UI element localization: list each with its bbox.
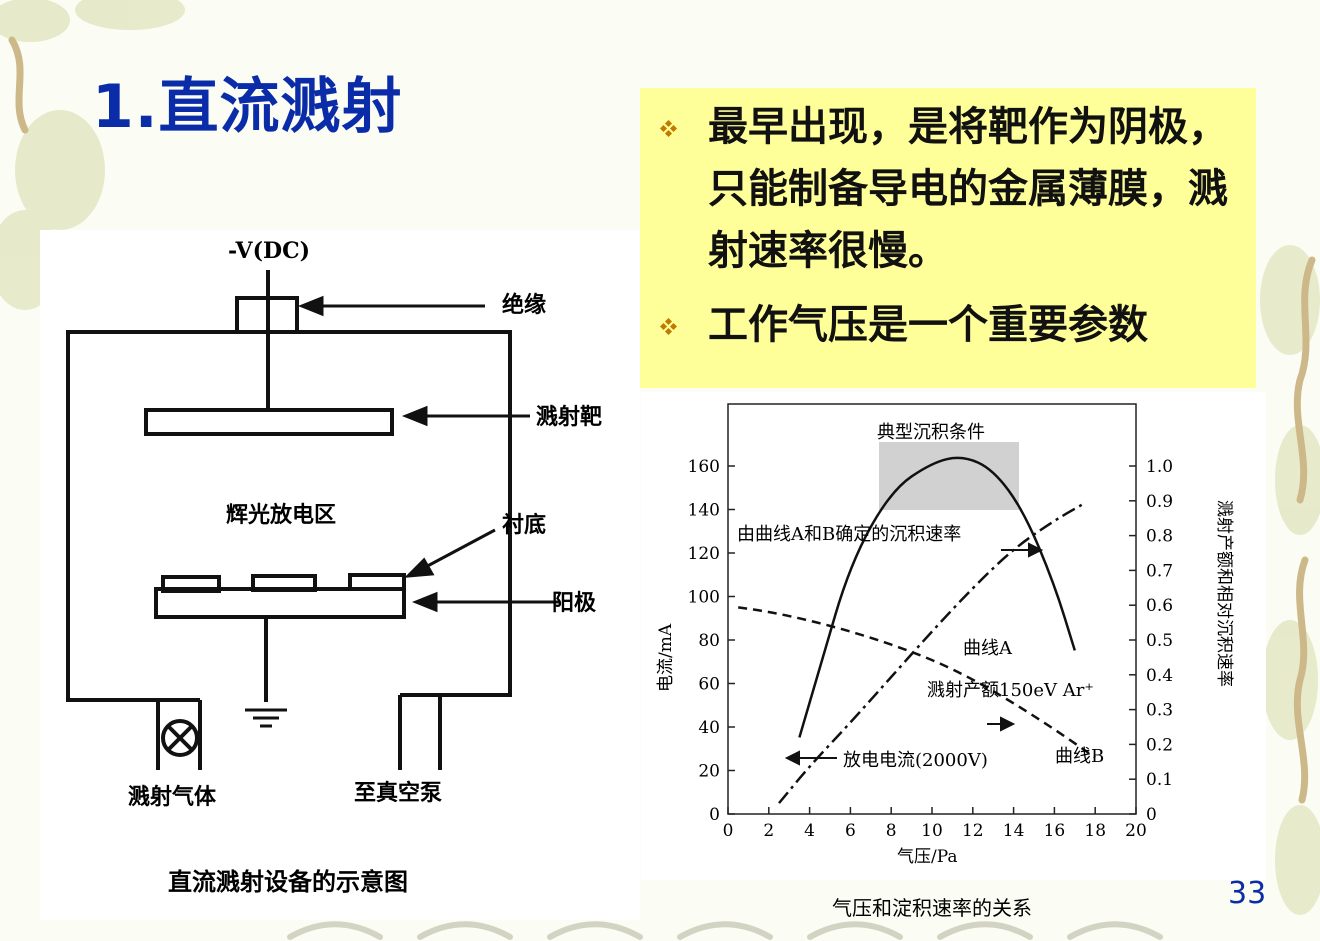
curve-b-label: 曲线B xyxy=(1055,746,1104,767)
typical-conditions-label: 典型沉积条件 xyxy=(877,422,985,443)
y-right-tick-label: 0.1 xyxy=(1146,770,1173,790)
bullet-box: 最早出现，是将靶作为阴极，只能制备导电的金属薄膜，溅射速率很慢。 工作气压是一个… xyxy=(640,88,1256,388)
yield-curve-label: 溅射产额150eV Ar⁺ xyxy=(927,680,1094,701)
sputter-schematic: -V(DC) 绝缘 溅射靶 辉光放电区 衬底 阳极 溅射气体 至真空泵 直流溅射… xyxy=(40,230,640,920)
target-label: 溅射靶 xyxy=(536,404,602,430)
x-axis-label: 气压/Pa xyxy=(897,847,958,867)
y-left-tick-label: 100 xyxy=(688,588,720,608)
diamond-bullet-icon xyxy=(660,318,678,336)
y-right-axis-label: 溅射产额和相对沉积速率 xyxy=(1214,500,1234,687)
x-tick-label: 4 xyxy=(804,821,815,841)
curve-a-label: 曲线A xyxy=(963,638,1013,659)
x-tick-label: 2 xyxy=(763,821,774,841)
y-left-tick-label: 160 xyxy=(688,457,720,477)
chart-caption: 气压和淀积速率的关系 xyxy=(832,896,1032,920)
y-left-tick-label: 60 xyxy=(698,675,720,695)
x-tick-label: 8 xyxy=(886,821,897,841)
y-right-tick-label: 0.2 xyxy=(1146,735,1173,755)
bullet-text: 最早出现，是将靶作为阴极，只能制备导电的金属薄膜，溅射速率很慢。 xyxy=(708,104,1228,274)
series-line-2 xyxy=(798,456,1076,738)
y-right-tick-label: 0.3 xyxy=(1146,701,1173,721)
x-tick-label: 6 xyxy=(845,821,856,841)
anode-label: 阳极 xyxy=(552,590,597,616)
y-right-tick-label: 0.7 xyxy=(1146,561,1173,581)
slide-title: 1.直流溅射 xyxy=(92,72,403,142)
y-left-tick-label: 20 xyxy=(698,762,720,782)
rate-curve-label: 由曲线A和B确定的沉积速率 xyxy=(737,524,961,545)
gas-label: 溅射气体 xyxy=(128,784,217,810)
pump-label: 至真空泵 xyxy=(354,780,442,806)
series-line-0 xyxy=(778,501,1086,804)
x-tick-label: 14 xyxy=(1003,821,1025,841)
schematic-caption: 直流溅射设备的示意图 xyxy=(168,867,408,896)
y-left-tick-label: 80 xyxy=(698,631,720,651)
diamond-bullet-icon xyxy=(660,120,678,138)
y-left-axis-label: 电流/mA xyxy=(656,623,676,692)
schematic-svg: -V(DC) 绝缘 溅射靶 辉光放电区 衬底 阳极 溅射气体 至真空泵 直流溅射… xyxy=(66,238,602,896)
y-right-tick-label: 0.4 xyxy=(1146,666,1173,686)
y-left-tick-label: 0 xyxy=(709,805,720,825)
discharge-curve-label: 放电电流(2000V) xyxy=(843,750,988,771)
glow-region-label: 辉光放电区 xyxy=(226,502,336,528)
x-tick-label: 18 xyxy=(1084,821,1106,841)
insulation-label: 绝缘 xyxy=(502,292,546,318)
series-line-1 xyxy=(738,606,1096,759)
y-right-tick-label: 0.8 xyxy=(1146,527,1173,547)
bullet-item: 最早出现，是将靶作为阴极，只能制备导电的金属薄膜，溅射速率很慢。 xyxy=(660,96,1248,282)
x-tick-label: 10 xyxy=(921,821,943,841)
x-tick-label: 12 xyxy=(962,821,984,841)
voltage-label: -V(DC) xyxy=(228,238,310,264)
x-tick-label: 0 xyxy=(723,821,734,841)
y-left-tick-label: 40 xyxy=(698,718,720,738)
y-right-tick-label: 0.6 xyxy=(1146,596,1173,616)
bullet-item: 工作气压是一个重要参数 xyxy=(660,294,1248,356)
x-tick-label: 16 xyxy=(1044,821,1066,841)
page-number: 33 xyxy=(1228,876,1267,911)
y-right-tick-label: 1.0 xyxy=(1146,457,1173,477)
y-left-tick-label: 140 xyxy=(688,501,720,521)
y-right-tick-label: 0.5 xyxy=(1146,631,1173,651)
x-tick-label: 20 xyxy=(1125,821,1147,841)
y-left-tick-label: 120 xyxy=(688,544,720,564)
y-right-tick-label: 0 xyxy=(1146,805,1157,825)
bullet-text: 工作气压是一个重要参数 xyxy=(708,302,1148,348)
substrate-label: 衬底 xyxy=(502,512,546,538)
y-right-tick-label: 0.9 xyxy=(1146,492,1173,512)
